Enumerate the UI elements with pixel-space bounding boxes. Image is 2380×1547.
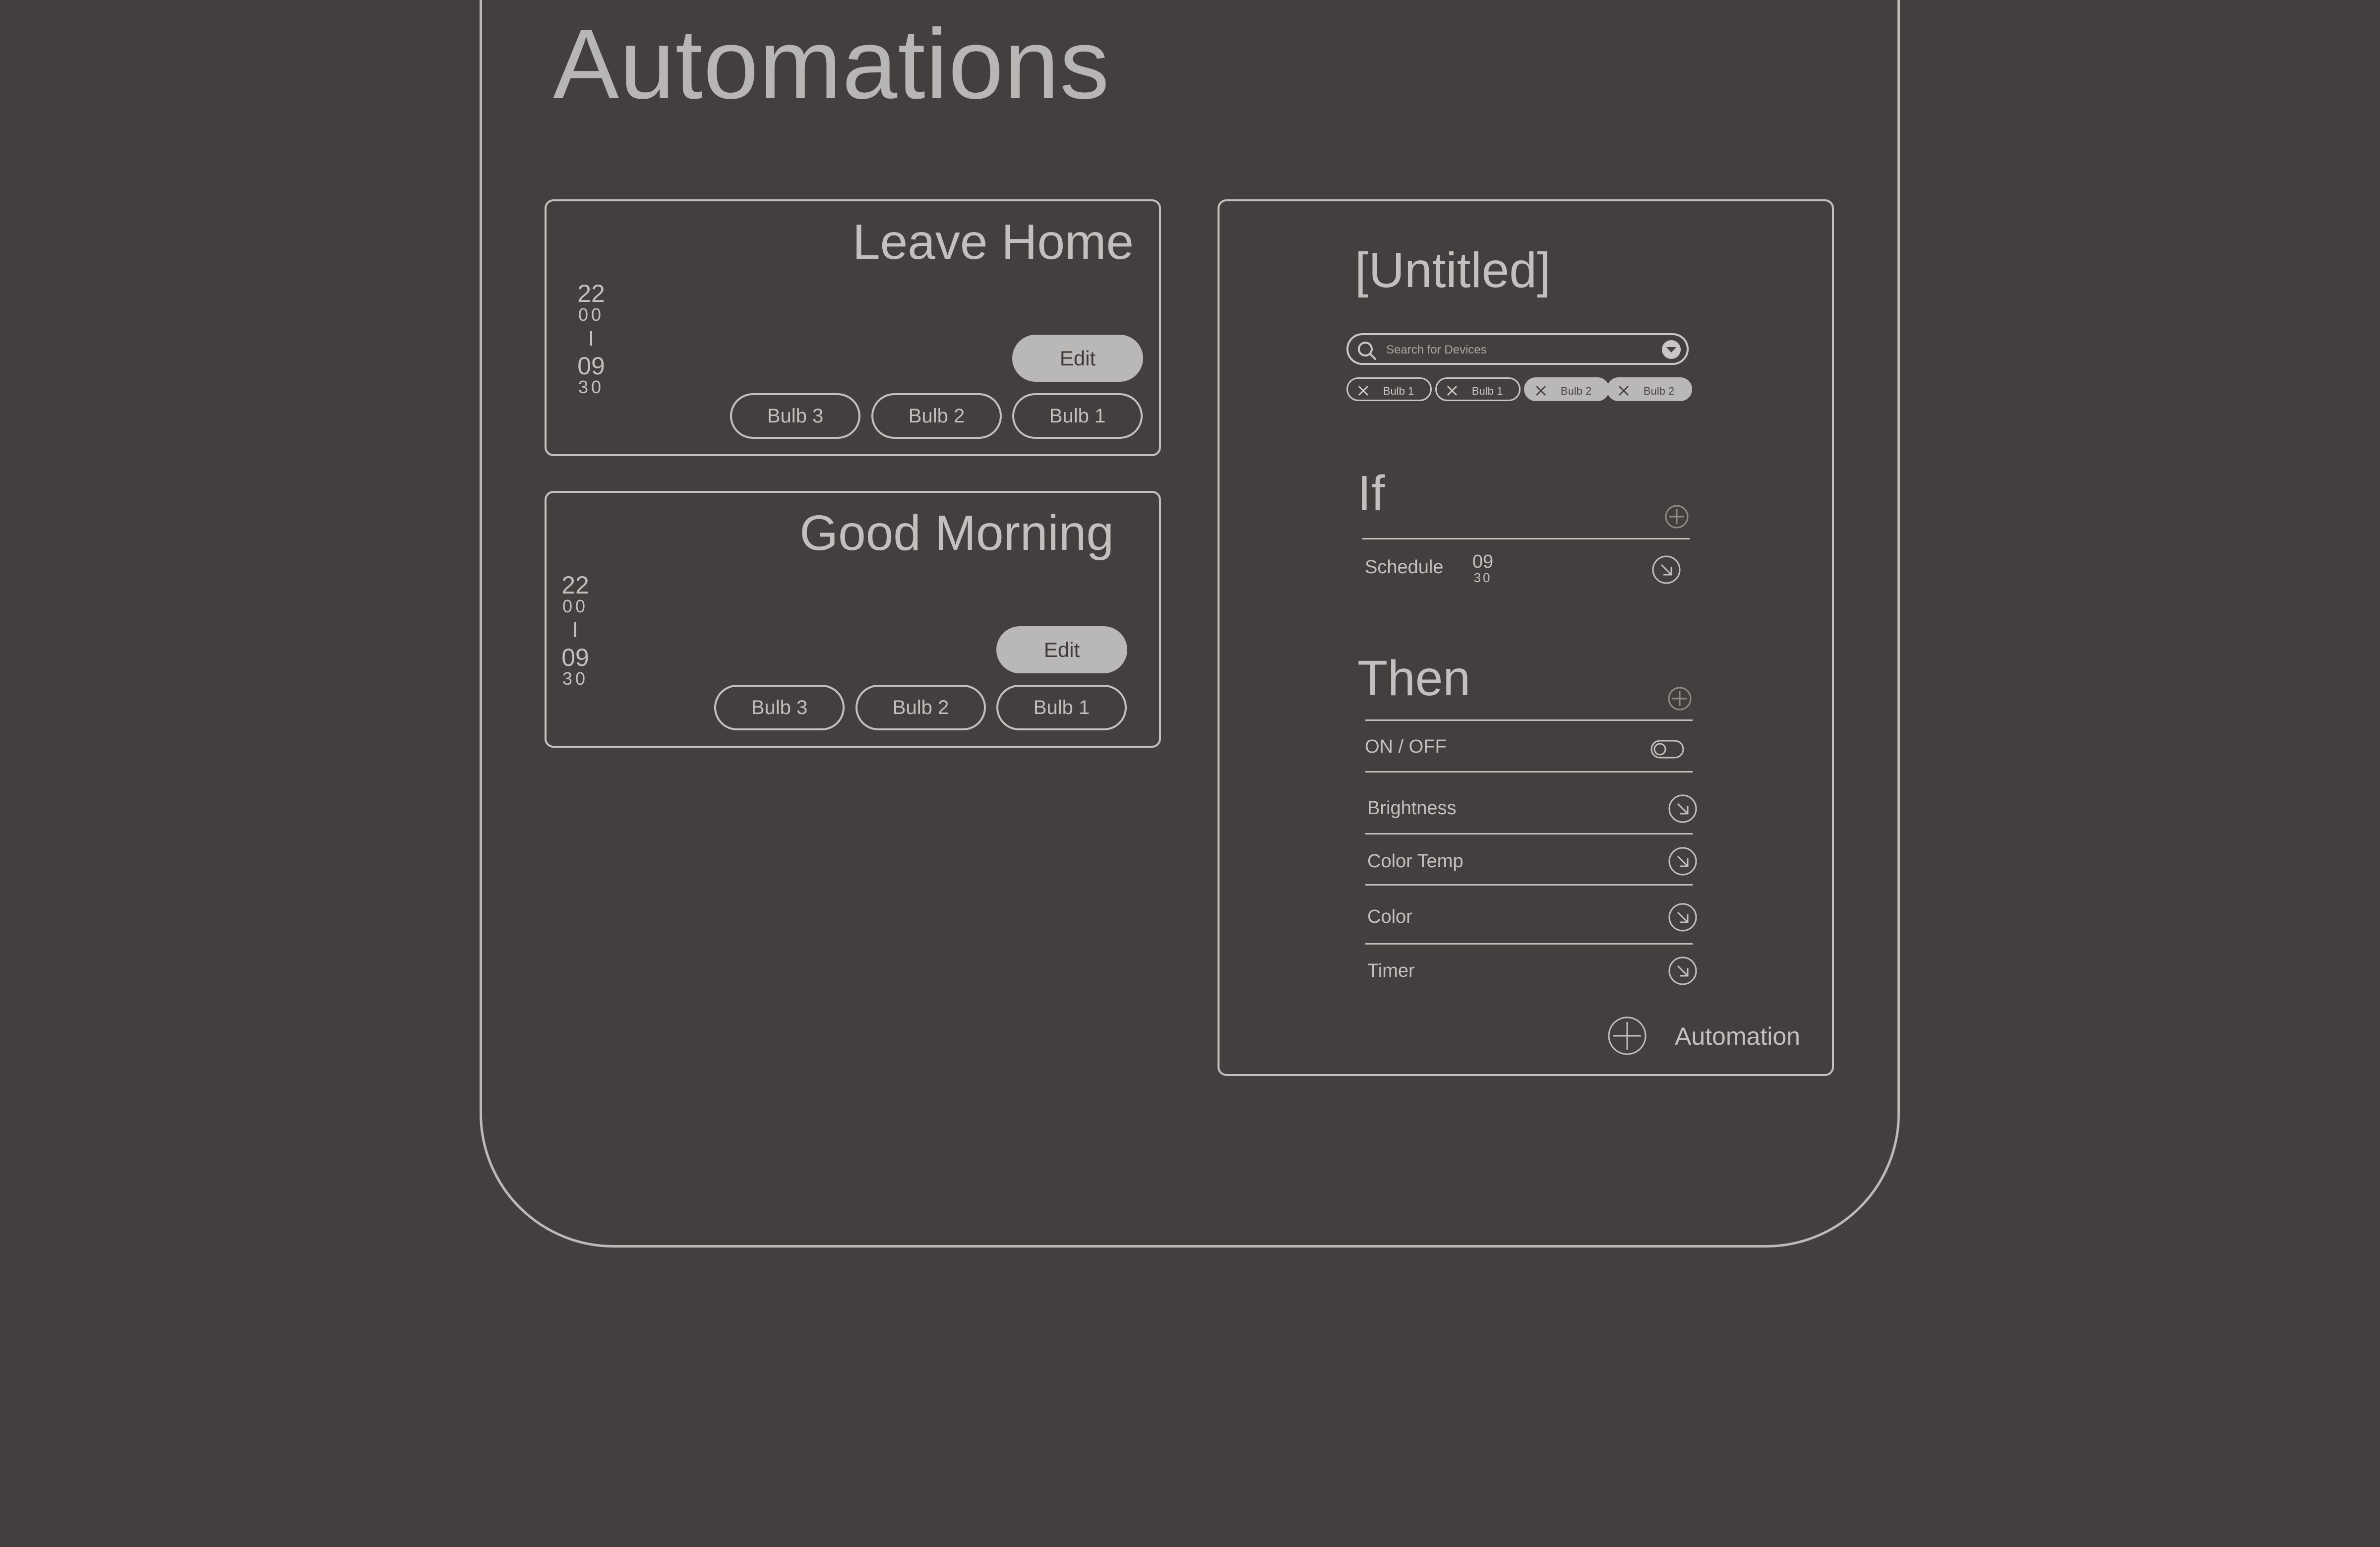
end-hour: 09 (577, 352, 605, 380)
divider (1365, 943, 1693, 945)
close-icon[interactable] (1534, 384, 1547, 397)
search-placeholder: Search for Devices (1386, 343, 1487, 357)
automation-card-good-morning[interactable] (545, 491, 1161, 748)
device-chip[interactable]: Bulb 1 (1346, 377, 1432, 401)
if-section-title: If (1357, 466, 1385, 521)
device-pill[interactable]: Bulb 2 (855, 685, 986, 730)
time-range: 22 00 09 30 (558, 573, 593, 688)
automation-card-leave-home[interactable] (545, 199, 1161, 456)
divider (1365, 719, 1693, 721)
arrow-down-right-circle-icon[interactable] (1668, 956, 1698, 986)
edit-button[interactable]: Edit (996, 626, 1127, 673)
device-pill[interactable]: Bulb 3 (714, 685, 845, 730)
brightness-row-label: Brightness (1367, 798, 1457, 819)
arrow-down-right-circle-icon[interactable] (1668, 902, 1698, 932)
color-temp-row-label: Color Temp (1367, 851, 1464, 872)
device-chip[interactable]: Bulb 1 (1435, 377, 1521, 401)
arrow-down-right-circle-icon[interactable] (1668, 794, 1698, 824)
time-separator (590, 331, 592, 346)
automation-title: Good Morning (799, 505, 1114, 561)
schedule-hour: 09 (1472, 551, 1494, 572)
device-pill[interactable]: Bulb 3 (730, 393, 860, 439)
arrow-down-right-circle-icon[interactable] (1651, 555, 1681, 585)
device-frame (480, 0, 1900, 1248)
page-title: Automations (553, 9, 1110, 119)
timer-row-label: Timer (1367, 960, 1415, 981)
automation-title: Leave Home (853, 214, 1134, 270)
chip-label: Bulb 1 (1383, 385, 1414, 397)
chip-label: Bulb 1 (1471, 385, 1503, 397)
toggle-switch-icon[interactable] (1650, 740, 1684, 759)
end-hour: 09 (561, 644, 589, 671)
divider (1365, 771, 1693, 773)
end-minute: 30 (562, 668, 589, 689)
close-icon[interactable] (1446, 384, 1459, 397)
automation-editor-panel (1218, 199, 1834, 1076)
time-separator (574, 622, 576, 637)
device-pill[interactable]: Bulb 1 (996, 685, 1127, 730)
chip-label: Bulb 2 (1643, 385, 1675, 397)
automation-name-field[interactable]: [Untitled] (1355, 242, 1551, 298)
start-hour: 22 (577, 280, 605, 307)
divider (1362, 538, 1690, 539)
plus-circle-icon[interactable] (1667, 686, 1692, 711)
color-row-label: Color (1367, 906, 1412, 927)
time-range: 22 00 09 30 (574, 281, 609, 396)
edit-button[interactable]: Edit (1012, 335, 1143, 382)
chip-label: Bulb 2 (1560, 385, 1592, 397)
plus-circle-icon[interactable] (1664, 504, 1689, 529)
schedule-label: Schedule (1365, 557, 1444, 578)
start-minute: 00 (562, 596, 589, 616)
schedule-time: 09 30 (1468, 552, 1498, 584)
device-pill[interactable]: Bulb 2 (871, 393, 1002, 439)
divider (1365, 884, 1693, 886)
device-search-input[interactable]: Search for Devices (1346, 333, 1689, 365)
device-chip-selected[interactable]: Bulb 2 (1524, 377, 1609, 401)
add-automation-button[interactable]: Automation (1675, 1022, 1800, 1050)
on-off-row-label: ON / OFF (1365, 736, 1447, 757)
search-icon (1358, 342, 1376, 360)
end-minute: 30 (578, 377, 605, 397)
divider (1365, 833, 1693, 834)
start-minute: 00 (578, 304, 605, 325)
plus-circle-icon[interactable] (1607, 1016, 1647, 1056)
device-pill[interactable]: Bulb 1 (1012, 393, 1143, 439)
arrow-down-right-circle-icon[interactable] (1668, 846, 1698, 876)
schedule-minute: 30 (1473, 570, 1492, 585)
chevron-down-circle-icon[interactable] (1661, 339, 1682, 360)
close-icon[interactable] (1617, 384, 1630, 397)
then-section-title: Then (1357, 651, 1470, 706)
device-chip-selected[interactable]: Bulb 2 (1607, 377, 1692, 401)
start-hour: 22 (561, 571, 589, 599)
close-icon[interactable] (1357, 384, 1370, 397)
